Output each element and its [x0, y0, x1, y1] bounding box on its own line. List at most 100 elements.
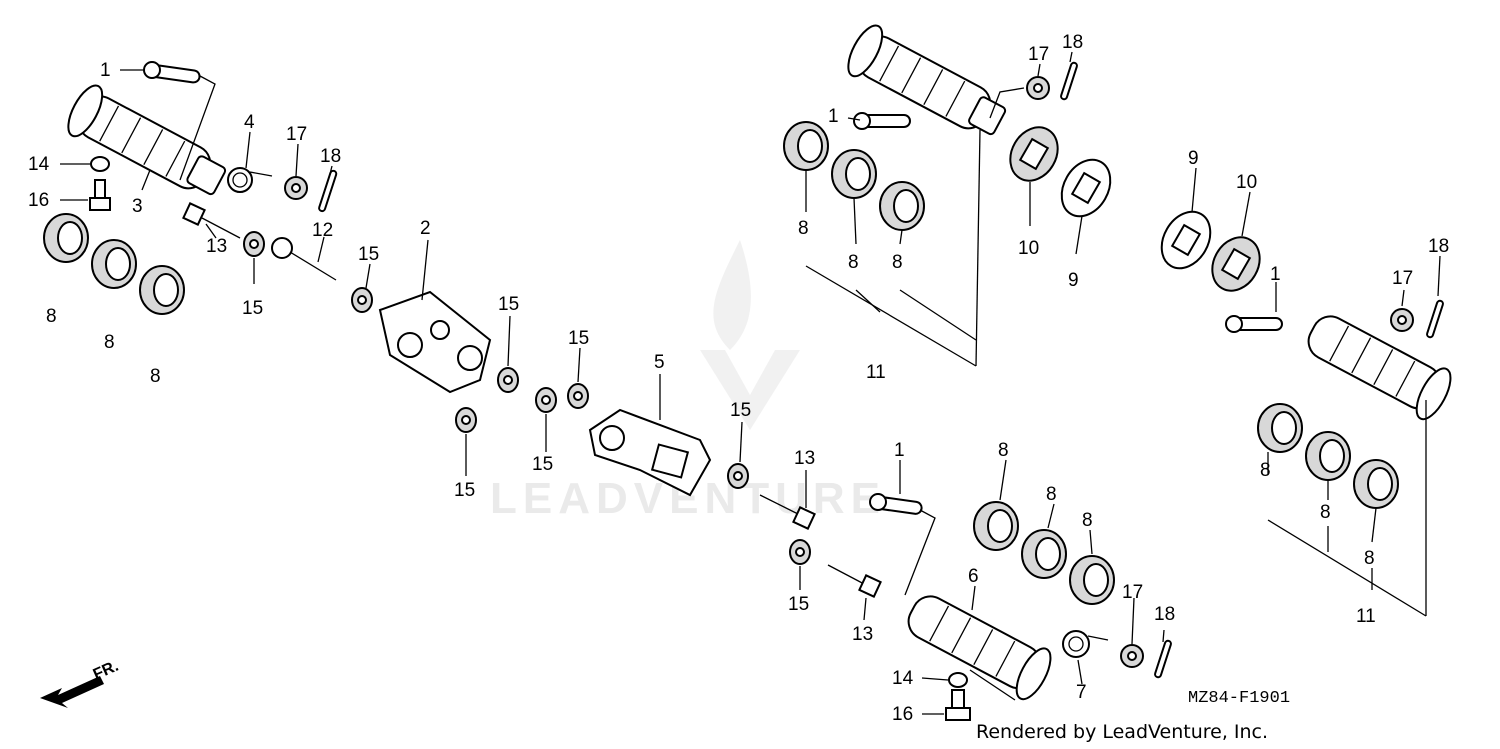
callout-1-c: 1 — [828, 106, 839, 127]
callout-15-f: 15 — [532, 454, 553, 475]
callout-8-b: 8 — [104, 332, 115, 353]
bushing-8-left-a — [43, 213, 89, 263]
washer-15-e — [535, 387, 557, 413]
callout-18-d: 18 — [1428, 236, 1449, 257]
washer-15-a — [243, 231, 265, 257]
washer-17-left — [284, 176, 308, 200]
callout-17-b: 17 — [1122, 582, 1143, 603]
callout-13-b: 13 — [794, 448, 815, 469]
washer-17-lower — [1120, 644, 1144, 668]
bolt-12 — [271, 237, 337, 281]
callout-8-c: 8 — [150, 366, 161, 387]
callout-8-d: 8 — [998, 440, 1009, 461]
washer-17-right — [1390, 308, 1414, 332]
callout-17-a: 17 — [286, 124, 307, 145]
washer-15-h — [789, 539, 811, 565]
spring-lower — [1062, 630, 1109, 658]
callout-10-b: 10 — [1018, 238, 1039, 259]
callout-15-b: 15 — [242, 298, 263, 319]
callout-13-a: 13 — [206, 236, 227, 257]
callout-3: 3 — [132, 196, 143, 217]
callout-14-b: 14 — [892, 668, 914, 689]
callout-5: 5 — [654, 352, 665, 373]
pivot-pin-upper-left — [143, 61, 201, 84]
bolt-13-left — [182, 202, 241, 239]
callout-6: 6 — [968, 566, 979, 587]
callout-labels: 1 2 3 4 5 6 7 8 9 10 11 12 13 14 15 16 1… — [28, 32, 1449, 725]
callout-1-a: 1 — [100, 60, 111, 81]
nut-14-left — [90, 156, 110, 172]
callout-8-a: 8 — [46, 306, 57, 327]
left-footpeg — [67, 84, 227, 196]
callout-10-a: 10 — [1236, 172, 1257, 193]
callout-8-i: 8 — [892, 252, 903, 273]
far-right-footpeg — [1307, 315, 1452, 421]
leader-lines — [60, 51, 1441, 715]
bushing-8-lower-a — [973, 501, 1019, 551]
callout-17-c: 17 — [1028, 44, 1049, 65]
bushing-8-left-b — [91, 239, 137, 289]
callout-7: 7 — [1076, 682, 1087, 703]
callout-15-c: 15 — [498, 294, 519, 315]
cotter-pin-18-upper-right — [1060, 61, 1078, 101]
pivot-pin-upper-right — [853, 112, 911, 130]
callout-17-d: 17 — [1392, 268, 1413, 289]
bolt-16-lower — [945, 689, 971, 721]
plate-9-right — [1160, 210, 1212, 270]
bushing-8-lower-b — [1021, 529, 1067, 579]
bushing-8-left-c — [139, 265, 185, 315]
callout-8-l: 8 — [1364, 548, 1375, 569]
callout-1-d: 1 — [1270, 264, 1281, 285]
upper-right-footpeg — [847, 24, 1007, 136]
pivot-pin-lower — [869, 493, 923, 515]
lower-footpeg — [907, 595, 1052, 701]
bracket-2 — [378, 290, 492, 394]
callout-18-b: 18 — [1154, 604, 1175, 625]
bushing-8-r-a — [1257, 403, 1303, 453]
cotter-pin-18-right — [1426, 299, 1444, 339]
pivot-pin-far-right — [1225, 315, 1283, 333]
bushing-8-ur-a — [783, 121, 829, 171]
callout-9-a: 9 — [1188, 148, 1199, 169]
callout-2: 2 — [420, 218, 431, 239]
callout-8-k: 8 — [1320, 502, 1331, 523]
plate-10-upper — [1009, 126, 1059, 182]
callout-11-a: 11 — [866, 362, 886, 383]
callout-15-a: 15 — [358, 244, 379, 265]
washer-15-g — [727, 463, 749, 489]
callout-16-b: 16 — [892, 704, 913, 725]
drawing-code: MZ84-F1901 — [1188, 689, 1290, 708]
bracket-5 — [588, 408, 712, 497]
callout-11-b: 11 — [1356, 606, 1376, 627]
callout-15-d: 15 — [568, 328, 589, 349]
spring-left — [227, 167, 273, 193]
bolt-13-center — [759, 494, 816, 530]
callout-1-b: 1 — [894, 440, 905, 461]
rendered-by-credit: Rendered by LeadVenture, Inc. — [976, 721, 1268, 743]
callout-15-h: 15 — [788, 594, 809, 615]
nut-14-lower — [948, 672, 968, 688]
callout-9-b: 9 — [1068, 270, 1079, 291]
bolt-16-left — [89, 179, 111, 211]
callout-4: 4 — [244, 112, 255, 133]
washer-15-f — [567, 383, 589, 409]
callout-16-a: 16 — [28, 190, 49, 211]
bushing-8-ur-b — [831, 149, 877, 199]
callout-13-c: 13 — [852, 624, 873, 645]
callout-8-j: 8 — [1260, 460, 1271, 481]
callout-15-e: 15 — [454, 480, 475, 501]
callout-8-h: 8 — [848, 252, 859, 273]
cotter-pin-18-left — [318, 169, 338, 213]
callout-18-a: 18 — [320, 146, 341, 167]
plate-9-upper — [1060, 158, 1112, 218]
front-direction-arrow-icon — [40, 676, 104, 708]
washer-15-d — [455, 407, 477, 433]
cotter-pin-18-lower — [1154, 639, 1172, 679]
plate-10-right — [1211, 236, 1261, 292]
bushing-8-ur-c — [879, 181, 925, 231]
callout-8-f: 8 — [1082, 510, 1093, 531]
callout-8-g: 8 — [798, 218, 809, 239]
washer-17-upper-right — [1026, 76, 1050, 100]
